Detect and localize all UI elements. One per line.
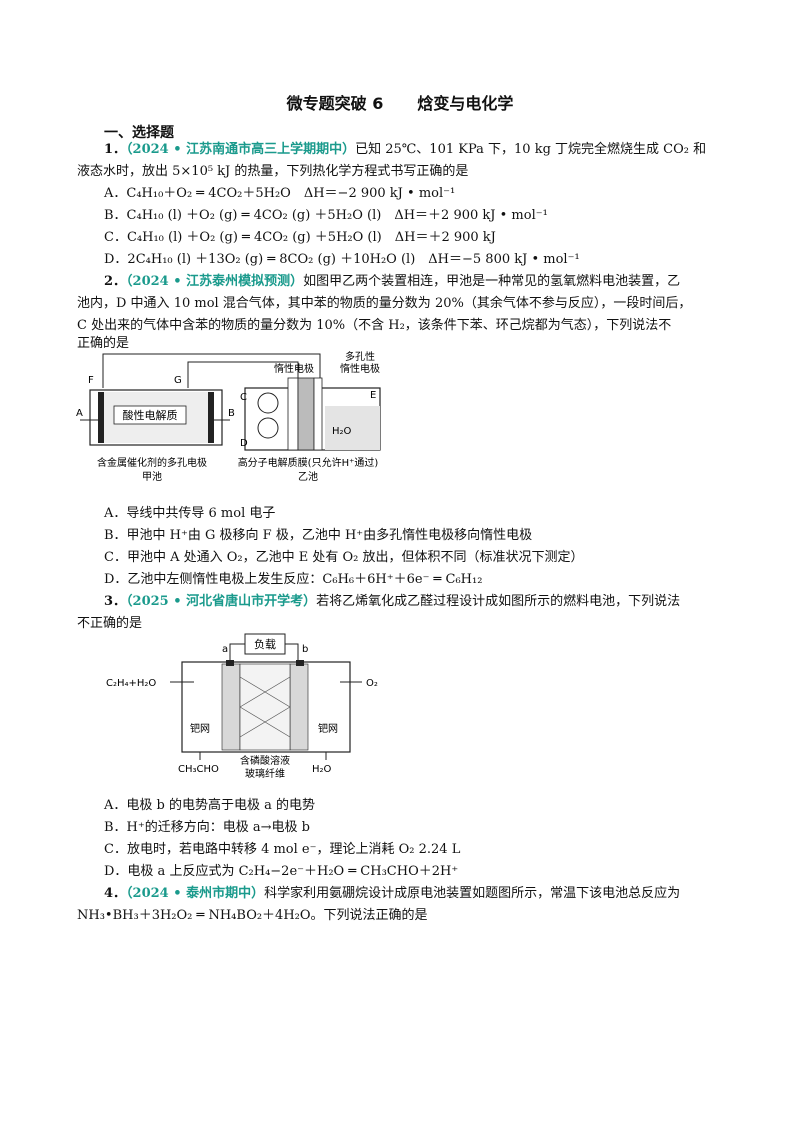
label-a: a — [222, 644, 228, 655]
page-title: 微专题突破 6 焓变与电化学 — [0, 90, 800, 114]
q3-option-a: A．电极 b 的电势高于电极 a 的电势 — [104, 798, 315, 813]
label-g: G — [174, 375, 182, 386]
q4-stem-line1: 4．（2024 • 泰州市期中）科学家利用氨硼烷设计成原电池装置如题图所示，常温… — [104, 884, 680, 904]
load-label: 负载 — [254, 637, 276, 651]
q4-number: 4． — [104, 886, 127, 901]
q1-option-c: C．C₄H₁₀ (l) ＋O₂ (g) ═ 4CO₂ (g) ＋5H₂O (l)… — [104, 230, 496, 245]
title-part2: 焓变与电化学 — [417, 94, 514, 113]
q2-stem1: 如图甲乙两个装置相连，甲池是一种常见的氢氧燃料电池装置，乙 — [303, 274, 681, 289]
q2-stem3: C 处出来的气体中含苯的物质的量分数为 10%（不含 H₂，该条件下苯、环己烷都… — [77, 318, 672, 333]
electrolyte-label: 酸性电解质 — [123, 408, 178, 422]
caption-yi: 乙池 — [298, 470, 318, 483]
q4-stem1: 科学家利用氨硼烷设计成原电池装置如题图所示，常温下该电池总反应为 — [264, 886, 681, 901]
q3-number: 3． — [104, 594, 127, 609]
label-f: F — [88, 375, 94, 386]
q3-option-c: C．放电时，若电路中转移 4 mol e⁻，理论上消耗 O₂ 2.24 L — [104, 842, 461, 857]
porous-label-1: 多孔性 — [345, 350, 375, 363]
caption-porous-electrode: 含金属催化剂的多孔电极 — [97, 456, 207, 469]
q1-stem1: 已知 25℃、101 KPa 下，10 kg 丁烷完全燃烧生成 CO₂ 和 — [355, 142, 707, 157]
q2-option-d: D．乙池中左侧惰性电极上发生反应：C₆H₆＋6H⁺＋6e⁻ ═ C₆H₁₂ — [104, 572, 483, 587]
label-b: B — [228, 408, 235, 419]
input-right-label: O₂ — [366, 678, 378, 689]
pd-left-label: 钯网 — [190, 723, 210, 735]
q1-stem2: 液态水时，放出 5×10⁵ kJ 的热量，下列热化学方程式书写正确的是 — [77, 164, 469, 179]
caption-jia: 甲池 — [142, 470, 162, 483]
output-left-label: CH₃CHO — [178, 764, 219, 775]
q2-option-b: B．甲池中 H⁺由 G 极移向 F 极，乙池中 H⁺由多孔惰性电极移向惰性电极 — [104, 528, 533, 543]
caption-membrane: 高分子电解质膜(只允许H⁺通过) — [238, 456, 379, 469]
q1-option-d: D．2C₄H₁₀ (l) ＋13O₂ (g) ═ 8CO₂ (g) ＋10H₂O… — [104, 252, 580, 267]
q3-stem2: 不正确的是 — [77, 616, 143, 631]
q1-number: 1． — [104, 142, 127, 157]
h2o-label: H₂O — [332, 426, 352, 437]
q2-option-c: C．甲池中 A 处通入 O₂，乙池中 E 处有 O₂ 放出，但体积不同（标准状况… — [104, 550, 584, 565]
q1-source: （2024 • 江苏南通市高三上学期期中） — [126, 142, 356, 157]
label-c: C — [240, 392, 247, 403]
q2-option-a: A．导线中共传导 6 mol 电子 — [104, 506, 276, 521]
label-d: D — [240, 438, 248, 449]
section-heading: 一、选择题 — [104, 125, 174, 141]
q3-option-b: B．H⁺的迁移方向：电极 a→电极 b — [104, 820, 310, 835]
q2-stem-line1: 2．（2024 • 江苏泰州模拟预测）如图甲乙两个装置相连，甲池是一种常见的氢氧… — [104, 272, 680, 292]
q2-stem4: 正确的是 — [77, 336, 130, 351]
q3-figure: 负载 a b C₂H₄+H₂O O₂ 钯网 钯网 含磷酸溶液 玻璃纤维 CH₃C… — [106, 633, 378, 780]
q3-stem-line1: 3．（2025 • 河北省唐山市开学考）若将乙烯氧化成乙醛过程设计成如图所示的燃… — [104, 592, 680, 612]
q1-option-b: B．C₄H₁₀ (l) ＋O₂ (g) ═ 4CO₂ (g) ＋5H₂O (l)… — [104, 208, 548, 223]
label-b: b — [302, 644, 308, 655]
porous-label-2: 惰性电极 — [340, 362, 380, 375]
middle-label-2: 玻璃纤维 — [245, 767, 285, 780]
q2-source: （2024 • 江苏泰州模拟预测） — [126, 274, 304, 289]
q2-stem2: 池内，D 中通入 10 mol 混合气体，其中苯的物质的量分数为 20%（其余气… — [77, 296, 692, 311]
q3-stem1: 若将乙烯氧化成乙醛过程设计成如图所示的燃料电池，下列说法 — [316, 594, 681, 609]
q4-stem2: NH₃•BH₃＋3H₂O₂ ═ NH₄BO₂＋4H₂O。下列说法正确的是 — [77, 908, 428, 923]
q2-number: 2． — [104, 274, 127, 289]
q4-source: （2024 • 泰州市期中） — [126, 886, 265, 901]
label-e: E — [370, 390, 376, 401]
q1-stem-line1: 1．（2024 • 江苏南通市高三上学期期中）已知 25℃、101 KPa 下，… — [104, 140, 706, 160]
input-left-label: C₂H₄+H₂O — [106, 678, 156, 689]
inert-electrode-label: 惰性电极 — [274, 362, 314, 375]
q3-option-d: D．电极 a 上反应式为 C₂H₄−2e⁻＋H₂O ═ CH₃CHO＋2H⁺ — [104, 864, 459, 879]
middle-label-1: 含磷酸溶液 — [240, 754, 290, 767]
q3-source: （2025 • 河北省唐山市开学考） — [126, 594, 317, 609]
q1-option-a: A．C₄H₁₀＋O₂ ═ 4CO₂＋5H₂O ΔH＝−2 900 kJ • mo… — [104, 186, 456, 201]
pd-right-label: 钯网 — [318, 723, 338, 735]
label-a: A — [76, 408, 83, 419]
q2-figure: 酸性电解质 F G A B 惰性电极 多孔性 惰性电极 C D E H₂O 含金… — [76, 350, 381, 483]
title-part1: 微专题突破 6 — [286, 94, 384, 113]
output-right-label: H₂O — [312, 764, 332, 775]
